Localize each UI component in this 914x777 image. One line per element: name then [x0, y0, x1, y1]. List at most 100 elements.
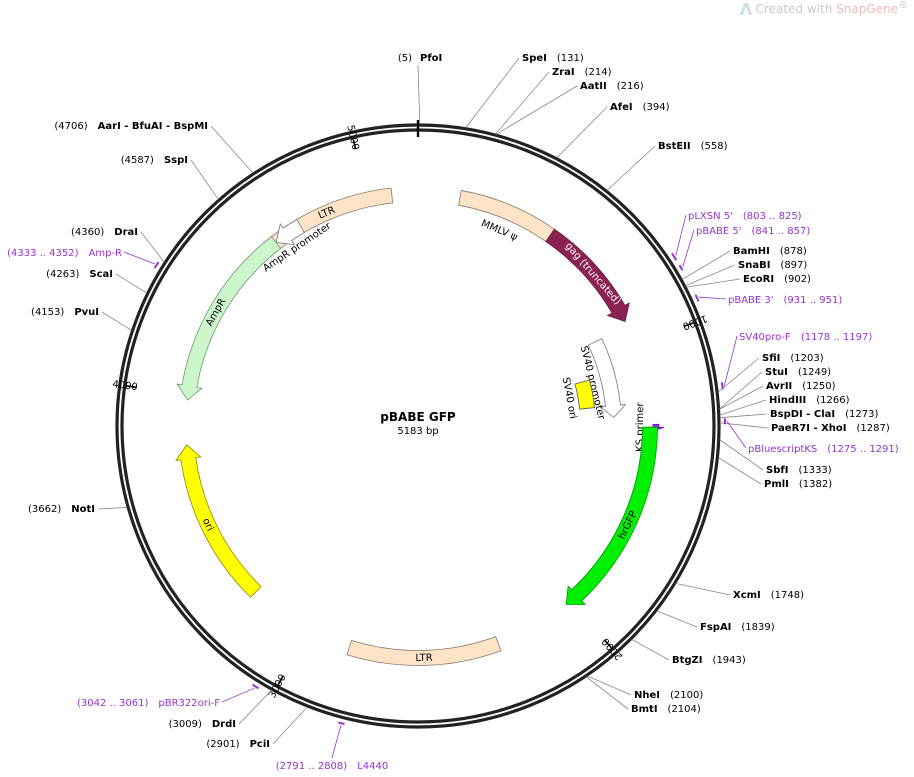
primer-name-amp-r: Amp-R: [89, 248, 123, 259]
primer-range-pbr322ori-f: (3042 .. 3061): [77, 698, 149, 709]
primer-name-pbabe-5: pBABE 5': [696, 226, 742, 237]
site-position-sspi: (4587): [121, 155, 154, 166]
site-name-scai: ScaI: [89, 269, 113, 280]
site-name-sspi: SspI: [164, 155, 188, 166]
site-position-scai: (4263): [46, 269, 79, 280]
feature-label-gag-truncated: gag (truncated): [563, 241, 623, 308]
site-name-bamhi: BamHI: [733, 246, 770, 257]
site-position-aatii: (216): [617, 81, 644, 92]
watermark-brand: SnapGene: [836, 2, 898, 16]
site-name-xcmi: XcmI: [733, 590, 761, 601]
site-leader-drdi: [238, 689, 272, 725]
site-position-nhei: (2100): [670, 690, 703, 701]
site-leader-aari-bfuai-bspmi: [210, 125, 254, 174]
feature-sv40-promoter: [587, 338, 627, 419]
site-leader-scai: [115, 273, 148, 294]
watermark: Created with SnapGene®: [742, 0, 908, 16]
primer-range-pbabe-5: (841 .. 857): [752, 226, 811, 237]
site-position-bmti: (2104): [668, 704, 701, 715]
primer-range-sv40pro-f: (1178 .. 1197): [801, 332, 873, 343]
site-position-pfoi: (5): [398, 53, 412, 64]
site-position-pcii: (2901): [206, 739, 239, 750]
site-position-avrii: (1250): [802, 381, 835, 392]
site-name-ecori: EcoRI: [743, 274, 774, 285]
site-name-hindiii: HindIII: [769, 395, 806, 406]
site-leader-spei: [465, 57, 520, 129]
watermark-text: Created with: [755, 2, 837, 16]
site-leader-nhei: [587, 675, 632, 696]
site-leader-sfii: [717, 357, 760, 393]
watermark-mark: ®: [898, 0, 908, 11]
site-position-bamhi: (878): [780, 246, 807, 257]
site-name-aatii: AatII: [580, 81, 607, 92]
site-leader-pmli: [718, 457, 762, 485]
site-name-pfoi: PfoI: [420, 53, 442, 64]
site-position-sbfi: (1333): [798, 465, 831, 476]
site-name-spei: SpeI: [522, 53, 547, 64]
site-leader-aatii: [495, 85, 578, 135]
primer-layer: pLXSN 5'(803 .. 825)pBABE 5'(841 .. 857)…: [7, 211, 899, 772]
site-position-hindiii: (1266): [816, 395, 849, 406]
site-leader-sspi: [190, 159, 219, 200]
site-position-sfii: (1203): [790, 353, 823, 364]
site-leader-paer7i-xhoi: [719, 422, 769, 429]
feature-ampr: [176, 235, 282, 401]
site-position-fspai: (1839): [741, 622, 774, 633]
site-name-pcii: PciI: [250, 739, 270, 750]
site-name-zrai: ZraI: [552, 67, 575, 78]
feature-ori: [175, 444, 262, 598]
site-name-drdi: DrdI: [212, 719, 236, 730]
primer-range-l4440: (2791 .. 2808): [276, 761, 348, 772]
site-name-stui: StuI: [765, 367, 788, 378]
site-position-stui: (1249): [798, 367, 831, 378]
feature-ltr1: [346, 636, 502, 666]
feature-label-sv40-ori: SV40 ori: [560, 376, 578, 419]
site-name-pmli: PmlI: [764, 479, 789, 490]
site-name-fspai: FspAI: [700, 622, 731, 633]
feature-gag-truncated: [545, 228, 630, 322]
tick-label-4000: 4000: [112, 379, 139, 393]
primer-arc-plxsn-5: [671, 252, 678, 261]
primer-arc-l4440: [338, 721, 345, 726]
site-leader-fspai: [656, 610, 698, 628]
primer-leader-sv40pro-f: [723, 335, 738, 386]
site-leader-snabi: [685, 264, 736, 287]
site-position-btgzi: (1943): [713, 655, 746, 666]
primer-leader-l4440: [331, 725, 342, 759]
site-leader-bspdi-clai: [719, 413, 768, 419]
backbone: [115, 120, 721, 729]
primer-range-pbluescriptks: (1275 .. 1291): [827, 444, 899, 455]
primer-leader-amp-r: [123, 251, 156, 265]
primer-arc-pbabe-3: [694, 294, 700, 302]
site-name-avrii: AvrII: [766, 381, 792, 392]
site-leader-pvui: [101, 311, 132, 331]
site-leader-drai: [140, 231, 165, 263]
primer-arc-pbr322ori-f: [252, 683, 260, 690]
primer-name-pbabe-3: pBABE 3': [728, 295, 774, 306]
primer-leader-plxsn-5: [675, 214, 687, 256]
tick-mark-3000: [277, 675, 284, 686]
tick-mark-1000: [683, 322, 694, 328]
site-position-bsteii: (558): [701, 141, 728, 152]
site-position-drai: (4360): [71, 227, 104, 238]
plasmid-name: pBABE GFP: [380, 410, 456, 424]
primer-leader-pbluescriptks: [726, 420, 747, 449]
primer-name-plxsn-5: pLXSN 5': [688, 211, 733, 222]
site-name-nhei: NheI: [634, 690, 660, 701]
primer-arc-amp-r: [153, 261, 160, 269]
site-leader-ecori: [686, 278, 741, 288]
site-leader-bamhi: [681, 250, 731, 280]
site-position-ecori: (902): [784, 274, 811, 285]
primer-range-pbabe-3: (931 .. 951): [784, 295, 843, 306]
site-name-bmti: BmtI: [631, 704, 658, 715]
primer-leader-pbr322ori-f: [221, 687, 255, 703]
feature-ampr-promoter: [275, 218, 305, 246]
feature-label-ltr1: LTR: [415, 653, 433, 664]
primer-name-pbr322ori-f: pBR322ori-F: [158, 698, 220, 709]
site-name-drai: DraI: [114, 227, 138, 238]
site-position-pmli: (1382): [799, 479, 832, 490]
primer-name-pbluescriptks: pBluescriptKS: [748, 444, 817, 455]
site-position-spei: (131): [557, 53, 584, 64]
site-leader-hindiii: [719, 399, 767, 416]
